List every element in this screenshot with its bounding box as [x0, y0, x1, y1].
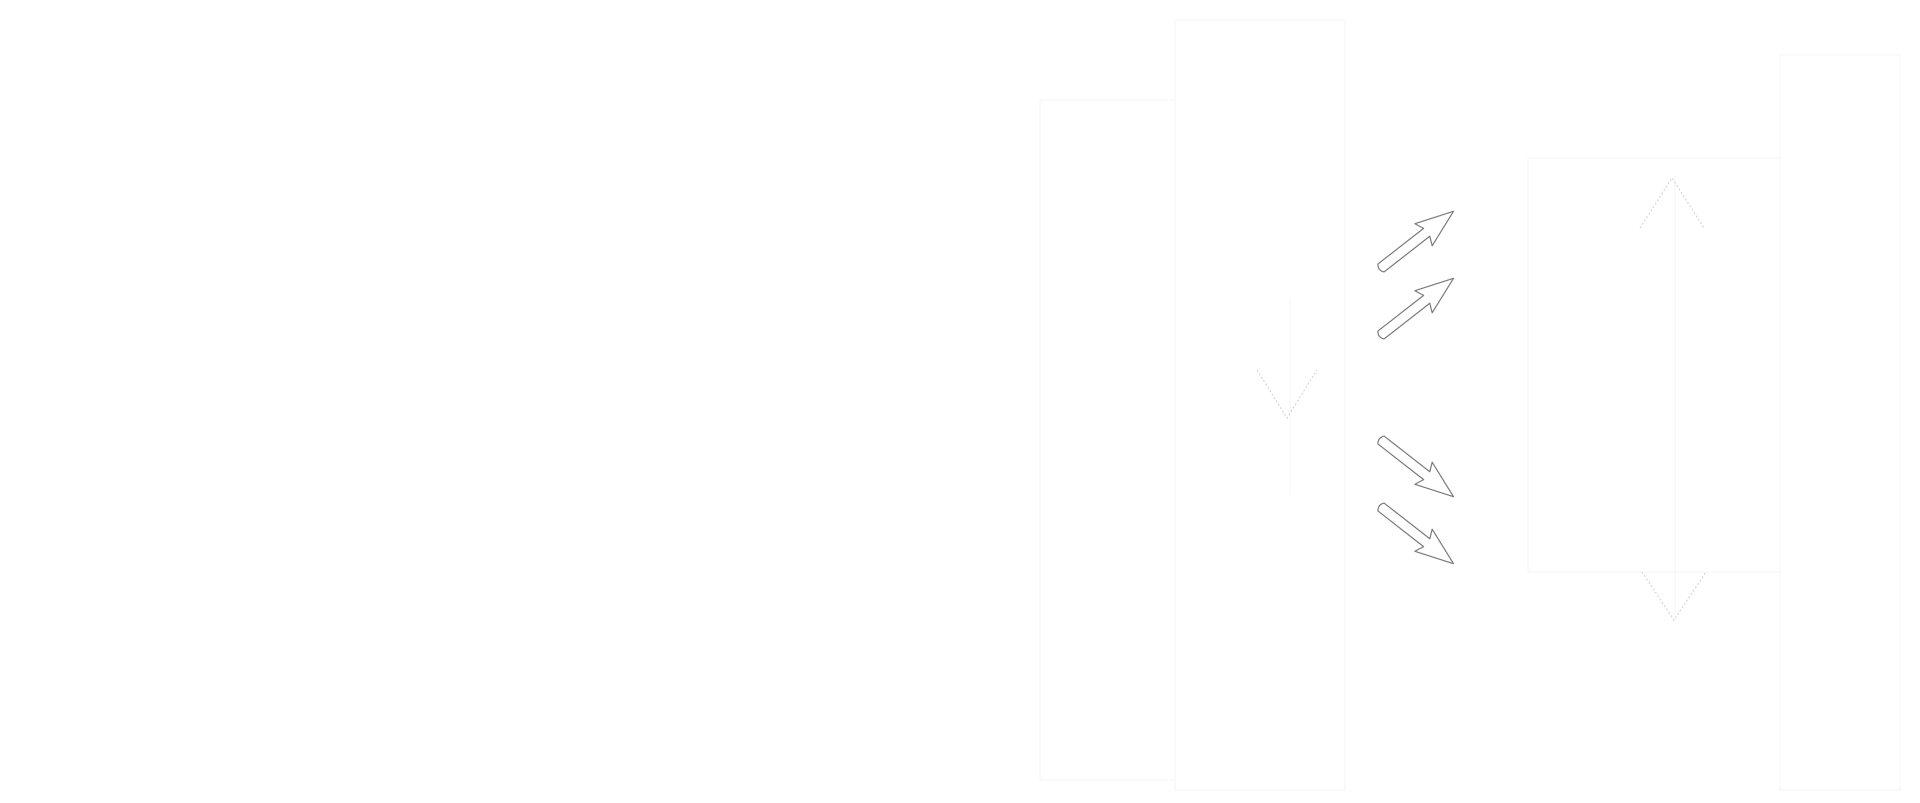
- far-right-faint-panel: [1779, 54, 1901, 791]
- chevron-down-left-column: [1256, 369, 1318, 419]
- chevrons: [1256, 177, 1707, 621]
- arrow-down-right-2: [1377, 502, 1455, 565]
- arrow-up-right-1: [1377, 210, 1455, 273]
- outline-arrows: [1377, 210, 1455, 565]
- chevron-down-right-column: [1641, 571, 1707, 621]
- middle-faint-panel: [1174, 19, 1346, 791]
- arrow-up-right-2: [1377, 277, 1455, 340]
- right-faint-panel: [1527, 157, 1781, 573]
- arrow-down-right-1: [1377, 435, 1455, 498]
- chevron-up-right-column: [1639, 177, 1705, 229]
- background-panels: [1039, 19, 1901, 791]
- left-faint-panel: [1039, 99, 1176, 781]
